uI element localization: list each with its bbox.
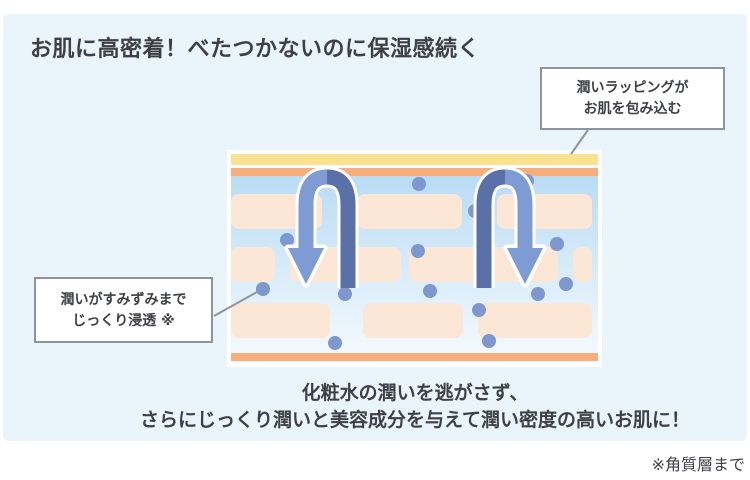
down-arrowhead-icon xyxy=(288,248,324,284)
callout-penetration: 潤いがすみずみまで じっくり浸透 ※ xyxy=(34,277,213,343)
moisture-dot xyxy=(482,334,496,348)
callout-wrapping-line2: お肌を包み込む xyxy=(583,101,682,117)
callout-penetration-line1: 潤いがすみずみまで xyxy=(60,292,187,308)
skin-cell xyxy=(573,247,592,282)
caption-line2: さらにじっくり潤いと美容成分を与えて潤い密度の高いお肌に！ xyxy=(139,409,691,431)
moisture-dot xyxy=(559,277,573,291)
moisture-dot xyxy=(472,303,486,317)
page-title: お肌に高密着！べたつかないのに保湿感続く xyxy=(30,37,481,62)
caption: 化粧水の潤いを逃がさず、 さらにじっくり潤いと美容成分を与えて潤い密度の高いお肌… xyxy=(80,380,750,434)
footnote: ※角質層まで xyxy=(651,455,745,474)
moisture-dot xyxy=(256,282,270,296)
skin-cell xyxy=(497,194,592,229)
moisture-dot xyxy=(280,233,294,247)
moisture-dot xyxy=(412,177,426,191)
callout-wrapping-line1: 潤いラッピングが xyxy=(576,80,689,96)
skin-cross-section-diagram xyxy=(227,150,602,367)
moisture-dot xyxy=(550,237,564,251)
wrapping-layer xyxy=(231,154,598,165)
arrow-down-leg xyxy=(504,169,533,252)
moisture-dot xyxy=(338,287,352,301)
moisture-dot xyxy=(531,287,545,301)
caption-line1: 化粧水の潤いを逃がさず、 xyxy=(301,382,529,404)
moisture-dot xyxy=(423,284,437,298)
callout-penetration-line2: じっくり浸透 ※ xyxy=(72,313,175,329)
arrow-down-leg xyxy=(298,169,328,252)
skin-surface-layer-bottom xyxy=(231,353,598,361)
arrow-up-leg xyxy=(476,169,506,288)
moisture-return-arrow-right xyxy=(473,166,547,288)
skin-surface-layer-top xyxy=(231,168,598,176)
skin-cell xyxy=(478,303,592,338)
skin-cell xyxy=(357,194,462,229)
skin-cell xyxy=(231,247,275,282)
moisture-return-arrow-left xyxy=(284,166,359,288)
skin-cell xyxy=(363,303,463,338)
skin-cell xyxy=(231,303,330,338)
arrow-up-leg xyxy=(326,169,356,288)
down-arrowhead-icon xyxy=(507,248,543,284)
callout-wrapping: 潤いラッピングが お肌を包み込む xyxy=(540,67,725,130)
moisture-dot xyxy=(328,336,342,350)
moisture-dot xyxy=(411,244,425,258)
